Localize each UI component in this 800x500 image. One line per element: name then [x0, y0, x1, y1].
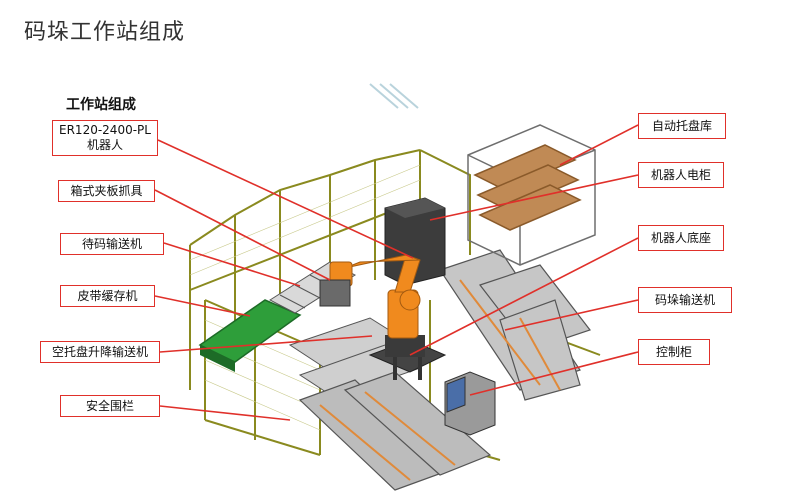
callout-palletizing-conveyor: 码垛输送机: [638, 287, 732, 313]
callout-robot: ER120-2400-PL机器人: [52, 120, 158, 156]
control-cabinet-shape: [444, 371, 496, 436]
callout-control-cabinet: 控制柜: [638, 339, 710, 365]
auto-pallet-store-shape: [467, 124, 596, 266]
callout-gripper: 箱式夹板抓具: [58, 180, 155, 202]
fence-mesh: [189, 164, 421, 431]
gripper-shape: [319, 279, 351, 307]
callout-safety-fence: 安全围栏: [60, 395, 160, 417]
leader-lines: [154, 124, 639, 421]
callout-empty-pallet-lift: 空托盘升降输送机: [40, 341, 160, 363]
front-conveyor-lanes: [298, 371, 492, 491]
callout-belt-buffer: 皮带缓存机: [60, 285, 155, 307]
callout-waiting-conveyor: 待码输送机: [60, 233, 164, 255]
callout-robot-cabinet: 机器人电柜: [638, 162, 724, 188]
page-title: 码垛工作站组成: [24, 20, 186, 45]
diagram-subtitle: 工作站组成: [66, 97, 136, 113]
right-conveyor-lanes: [439, 249, 591, 401]
decor-stripes: [369, 83, 419, 109]
callout-robot-base: 机器人底座: [638, 225, 724, 251]
callout-auto-pallet-store: 自动托盘库: [638, 113, 726, 139]
